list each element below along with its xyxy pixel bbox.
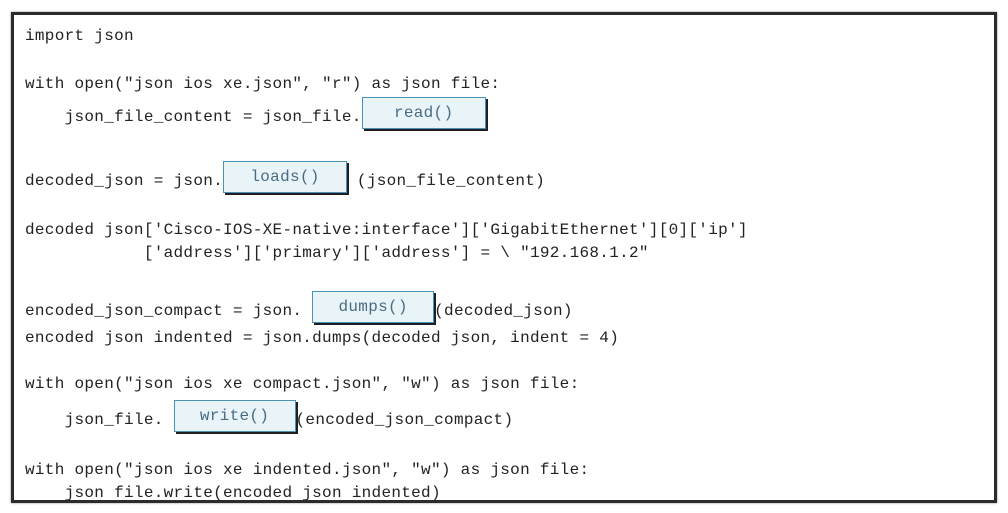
code-line-assign-1: decoded json['Cisco-IOS-XE-native:interf… [25,221,748,239]
code-line-write-suffix: (encoded_json_compact) [295,411,514,430]
code-line-indented: encoded json indented = json.dumps(decod… [25,329,620,347]
code-line-compact: encoded_json_compact = json. dumps()(dec… [25,291,573,323]
code-line-decoded: decoded_json = json.loads() (json_file_c… [25,161,545,193]
code-line-assign-2: ['address']['primary']['address'] = \ "1… [25,244,649,262]
answer-dumps-box[interactable]: dumps() [312,291,435,323]
code-line-import: import json [25,27,134,45]
code-line-content-prefix: json_file_content = json_file. [25,108,362,127]
code-line-decoded-prefix: decoded_json = json. [25,172,224,191]
answer-read-box[interactable]: read() [361,97,486,129]
code-line-write-prefix: json_file. [25,411,174,430]
code-line-decoded-suffix: (json_file_content) [347,172,546,191]
code-line-open-indented: with open("json ios xe indented.json", "… [25,461,590,479]
code-line-compact-prefix: encoded_json_compact = json. [25,302,313,321]
code-line-open-read: with open("json ios xe.json", "r") as js… [25,75,501,93]
code-line-write: json_file. write()(encoded_json_compact) [25,400,513,432]
code-line-open-compact: with open("json ios xe compact.json", "w… [25,375,580,393]
code-line-compact-suffix: (decoded_json) [434,302,573,321]
answer-write-box[interactable]: write() [173,400,296,432]
answer-loads-box[interactable]: loads() [223,161,348,193]
code-line-content: json_file_content = json_file.read() [25,97,486,129]
code-line-write-indented: json file.write(encoded json indented) [25,484,441,502]
